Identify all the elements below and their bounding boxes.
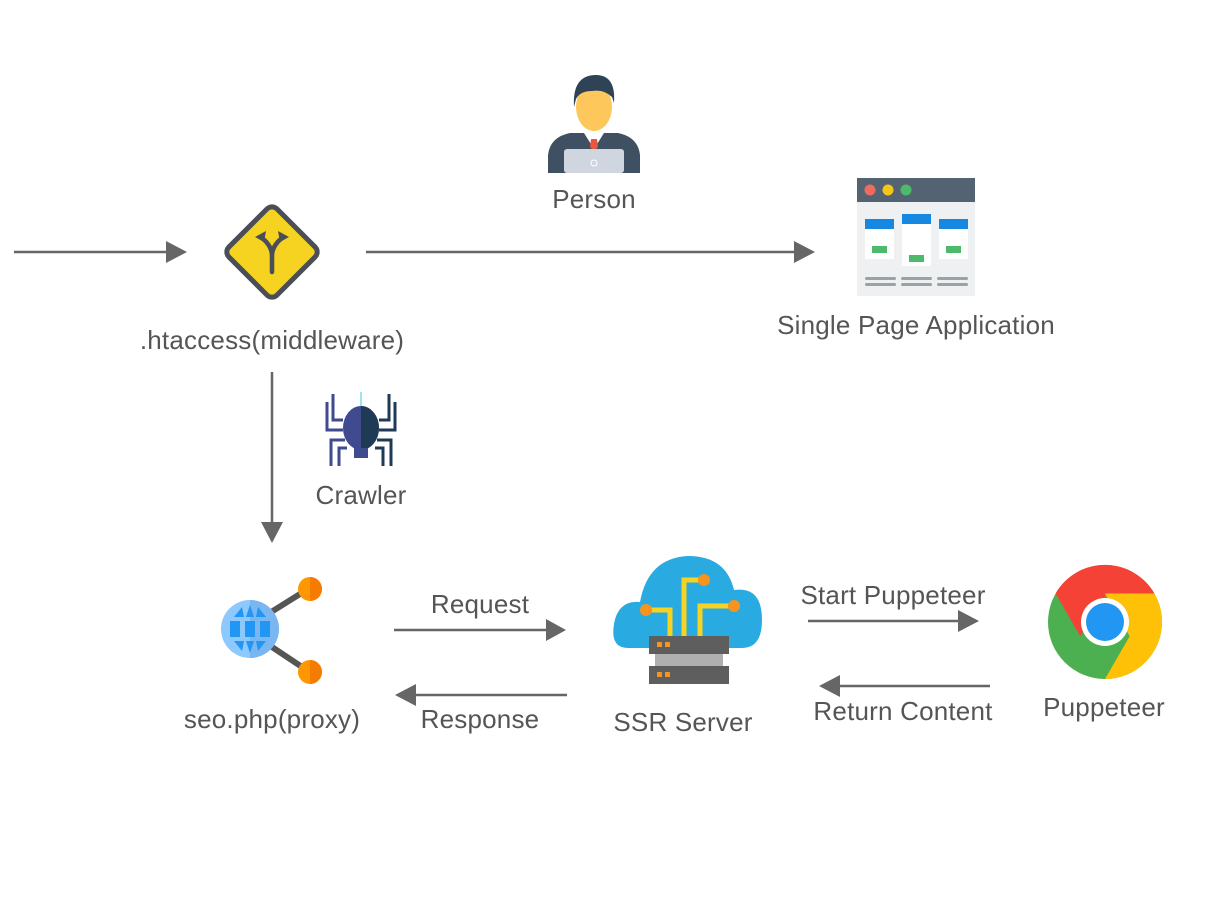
- return-content-label: Return Content: [813, 696, 993, 726]
- person-label: Person: [552, 184, 636, 214]
- arrow-htaccess-to-spa: [366, 241, 815, 263]
- request-label: Request: [430, 589, 530, 619]
- arrow-return-content: [819, 675, 990, 697]
- spider-icon: [325, 392, 397, 466]
- response-label: Response: [420, 704, 540, 734]
- arrow-start-puppeteer: [808, 610, 979, 632]
- chrome-icon: [1048, 564, 1163, 679]
- browser-window-icon: [857, 178, 975, 296]
- proxy-label: seo.php(proxy): [183, 704, 361, 734]
- person-laptop-icon: [548, 75, 640, 173]
- crawler-label: Crawler: [315, 480, 407, 510]
- spa-label: Single Page Application: [777, 310, 1055, 340]
- arrow-response: [395, 684, 567, 706]
- ssr-label: SSR Server: [613, 707, 753, 737]
- arrow-entry: [14, 241, 187, 263]
- start-puppeteer-label: Start Puppeteer: [800, 580, 986, 610]
- cloud-server-icon: [613, 556, 762, 684]
- arrow-htaccess-to-proxy: [261, 372, 283, 543]
- htaccess-label: .htaccess(middleware): [139, 325, 405, 355]
- road-fork-sign-icon: [224, 204, 320, 300]
- puppeteer-label: Puppeteer: [1043, 692, 1165, 722]
- globe-share-icon: [221, 577, 322, 684]
- arrow-request: [394, 619, 566, 641]
